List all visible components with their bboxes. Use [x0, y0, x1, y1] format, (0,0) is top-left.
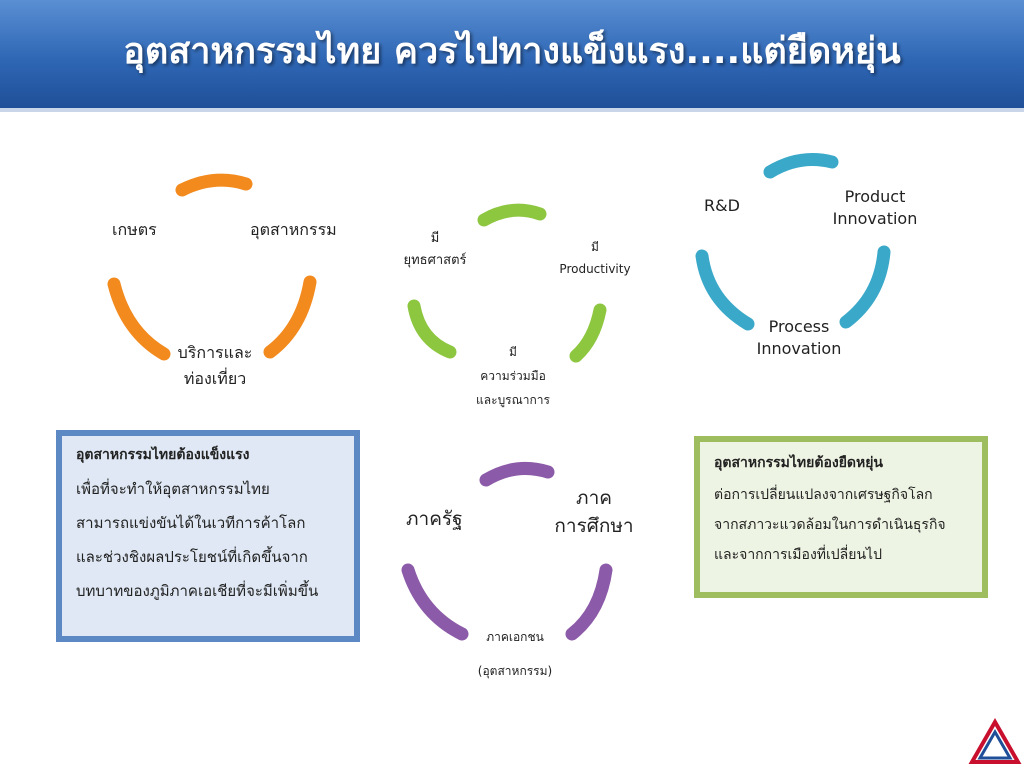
- box-flexible-heading: อุตสาหกรรมไทยต้องยืดหยุ่น: [714, 455, 883, 471]
- label-rnd: R&D: [704, 196, 740, 215]
- label-process-innovation: Process Innovation: [744, 316, 854, 360]
- label-collaboration: มี ความร่วมมือ และบูรณาการ: [458, 340, 568, 412]
- cycle-teal: [695, 153, 891, 331]
- cycle-orange: [107, 173, 317, 361]
- label-productivity-line2: Productivity: [559, 262, 631, 276]
- green-arrow-left: [407, 299, 457, 359]
- purple-arrow-top: [479, 461, 555, 487]
- label-process-line2: Innovation: [756, 339, 842, 358]
- label-private-line1: ภาคเอกชน: [486, 630, 544, 644]
- box-strong-line: และช่วงชิงผลประโยชน์ที่เกิดขึ้นจาก: [76, 548, 308, 566]
- green-arrow-top: [477, 203, 547, 227]
- cycle-purple: [401, 461, 613, 641]
- box-strong-line: เพื่อที่จะทำให้อุตสาหกรรมไทย: [76, 480, 270, 498]
- label-education-line2: การศึกษา: [554, 515, 634, 537]
- purple-arrow-left: [401, 563, 469, 641]
- label-private-sector: ภาคเอกชน (อุตสาหกรรม): [460, 620, 570, 688]
- label-product-line1: Product: [844, 187, 906, 206]
- label-product-line2: Innovation: [832, 209, 918, 228]
- label-productivity-line1: มี: [591, 240, 599, 254]
- page-title: อุตสาหกรรมไทย ควรไปทางแข็งแรง....แต่ยืดห…: [123, 31, 901, 72]
- label-collab-line3: และบูรณาการ: [476, 393, 550, 407]
- label-strategy: มี ยุทธศาสตร์: [380, 228, 490, 272]
- label-collab-line2: ความร่วมมือ: [480, 369, 546, 383]
- title-bar: อุตสาหกรรมไทย ควรไปทางแข็งแรง....แต่ยืดห…: [0, 0, 1024, 112]
- teal-arrow-right: [839, 245, 891, 329]
- orange-arrow-top: [175, 173, 253, 197]
- label-education-line1: ภาค: [576, 487, 612, 509]
- box-strong-line: บทบาทของภูมิภาคเอเชียที่จะมีเพิ่มขึ้น: [76, 582, 319, 600]
- label-service-line2: ท่องเที่ยว: [183, 369, 247, 388]
- green-arrow-right: [569, 303, 607, 363]
- box-flexible-line: ต่อการเปลี่ยนแปลงจากเศรษฐกิจโลก: [714, 487, 933, 503]
- box-flexible-line: จากสภาวะแวดล้อมในการดำเนินธุรกิจ: [714, 517, 946, 533]
- box-flexible-industry: อุตสาหกรรมไทยต้องยืดหยุ่น ต่อการเปลี่ยนแ…: [694, 436, 988, 598]
- label-education: ภาค การศึกษา: [544, 484, 644, 540]
- label-strategy-line1: มี: [430, 231, 440, 246]
- box-strong-industry: อุตสาหกรรมไทยต้องแข็งแรง เพื่อที่จะทำให้…: [56, 430, 360, 642]
- label-collab-line1: มี: [509, 345, 517, 359]
- orange-arrow-right: [263, 275, 317, 359]
- triangle-logo-icon: [968, 717, 1022, 764]
- orange-arrow-left: [107, 277, 171, 361]
- label-service: บริการและ ท่องเที่ยว: [150, 340, 280, 392]
- box-strong-heading: อุตสาหกรรมไทยต้องแข็งแรง: [76, 447, 250, 463]
- label-private-line2: (อุตสาหกรรม): [477, 664, 553, 678]
- box-strong-line: สามารถแข่งขันได้ในเวทีการค้าโลก: [76, 514, 306, 532]
- label-service-line1: บริการและ: [177, 343, 253, 362]
- label-industry: อุตสาหกรรม: [250, 220, 337, 239]
- label-productivity: มี Productivity: [540, 236, 650, 280]
- label-process-line1: Process: [768, 317, 830, 336]
- teal-arrow-top: [763, 153, 839, 179]
- label-strategy-line2: ยุทธศาสตร์: [403, 253, 467, 268]
- cycle-green: [407, 203, 607, 363]
- teal-arrow-left: [695, 249, 755, 331]
- box-flexible-line: และจากการเมืองที่เปลี่ยนไป: [714, 547, 882, 563]
- label-government: ภาครัฐ: [406, 508, 463, 530]
- purple-arrow-right: [565, 563, 613, 641]
- label-product-innovation: Product Innovation: [820, 186, 930, 230]
- label-agriculture: เกษตร: [112, 220, 157, 239]
